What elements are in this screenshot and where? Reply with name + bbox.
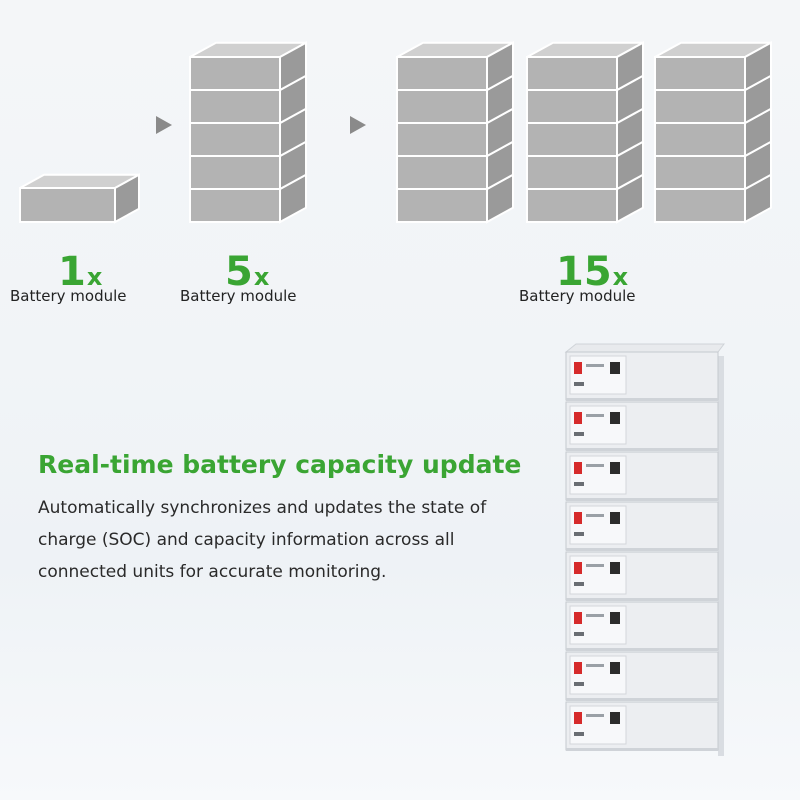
stack-15-modules-c-block [654,41,772,92]
step-2-label: Battery module [180,287,297,305]
battery-tower-top [564,343,725,353]
battery-module-unit [565,451,719,501]
single-module-block [19,173,140,224]
step-3-label: Battery module [519,287,636,305]
feature-description: Automatically synchronizes and updates t… [38,492,538,588]
step-2-count: 5x [225,249,270,295]
battery-module-unit [565,351,719,401]
battery-module-unit [565,501,719,551]
right-arrow-icon [156,116,172,134]
feature-description-line: Automatically synchronizes and updates t… [38,498,487,518]
battery-module-unit [565,601,719,651]
step-1-count: 1x [58,249,103,295]
battery-tower-side [718,356,724,756]
battery-module-unit [565,651,719,701]
feature-description-line: charge (SOC) and capacity information ac… [38,530,455,550]
stack-15-modules-a-block [396,41,514,92]
feature-description-line: connected units for accurate monitoring. [38,562,387,582]
battery-module-unit [565,701,719,751]
step-3-count: 15x [556,249,629,295]
stack-5-modules-block [189,41,307,92]
feature-title: Real-time battery capacity update [38,450,522,479]
battery-module-unit [565,401,719,451]
right-arrow-icon [350,116,366,134]
step-1-label: Battery module [10,287,127,305]
stack-15-modules-b-block [526,41,644,92]
battery-module-unit [565,551,719,601]
